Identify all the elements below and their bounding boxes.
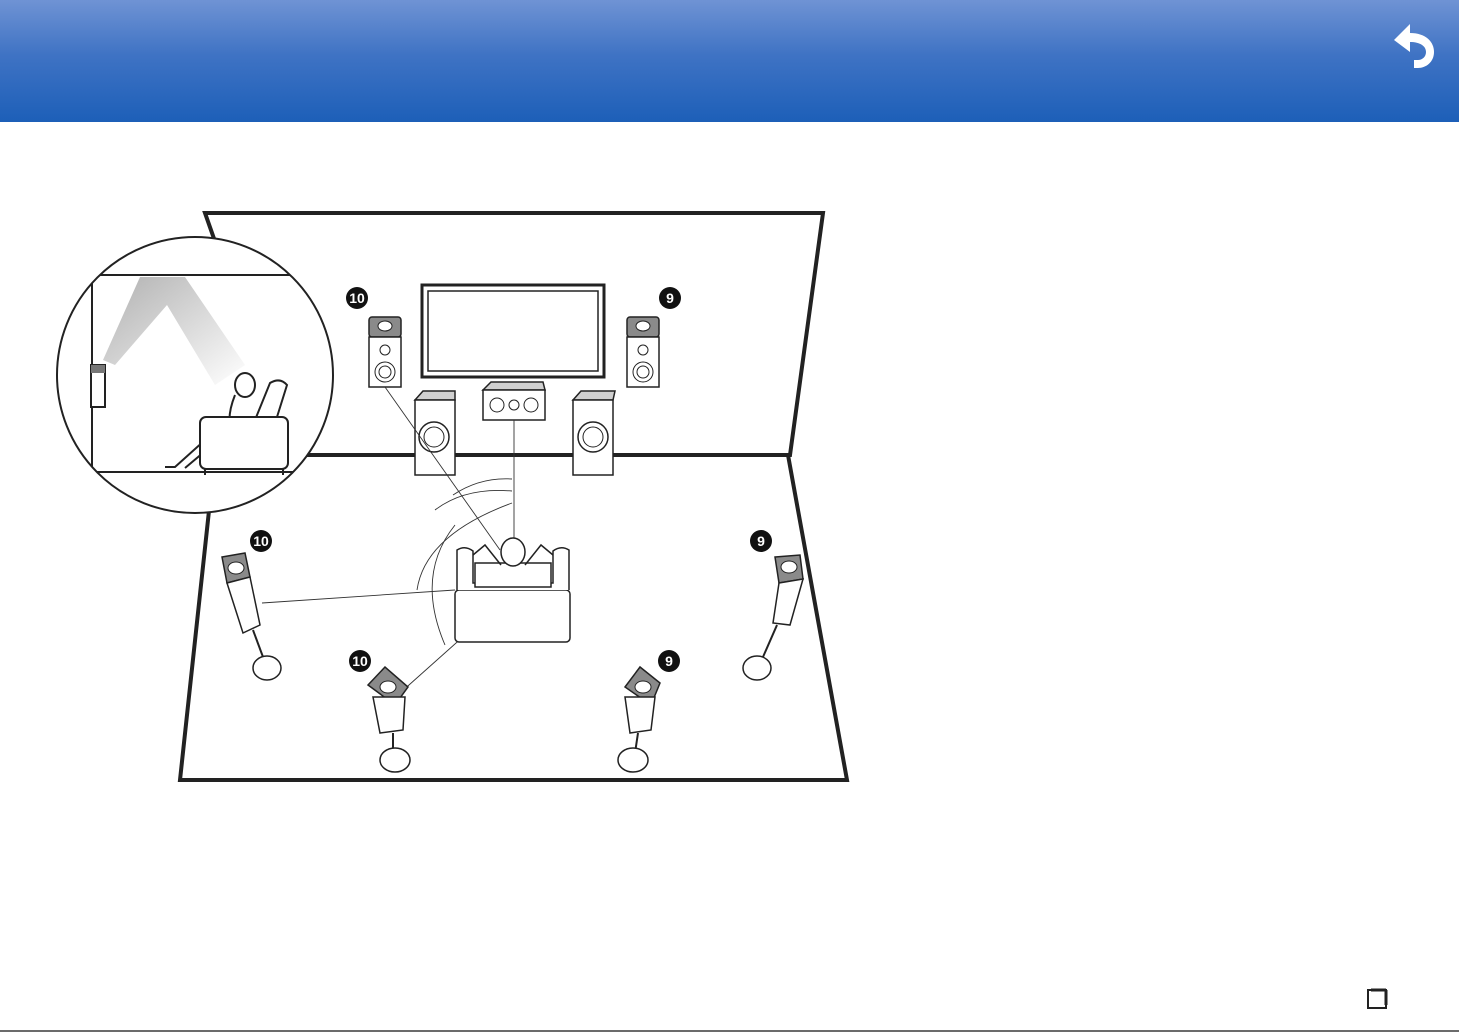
tv-screen — [422, 285, 604, 377]
listener-sofa — [455, 538, 570, 642]
header-bar — [0, 0, 1459, 122]
svg-text:10: 10 — [349, 290, 365, 306]
back-arrow-icon[interactable] — [1380, 18, 1440, 70]
badge-front-high-left: 10 — [346, 287, 368, 309]
badge-front-high-right: 9 — [659, 287, 681, 309]
page-icon[interactable] — [1366, 988, 1388, 1010]
svg-text:10: 10 — [253, 533, 269, 549]
svg-text:10: 10 — [352, 653, 368, 669]
badge-surround-right: 9 — [750, 530, 772, 552]
svg-text:9: 9 — [666, 290, 674, 306]
badge-surround-left: 10 — [250, 530, 272, 552]
footer-divider — [0, 1030, 1459, 1032]
badge-surround-back-left: 10 — [349, 650, 371, 672]
front-right-speaker — [627, 317, 659, 387]
center-speaker — [483, 382, 545, 420]
svg-text:9: 9 — [665, 653, 673, 669]
svg-text:9: 9 — [757, 533, 765, 549]
front-left-speaker — [369, 317, 401, 387]
subwoofer-left — [415, 391, 455, 475]
speaker-layout-diagram: 10 9 10 9 10 9 — [55, 205, 855, 790]
badge-surround-back-right: 9 — [658, 650, 680, 672]
subwoofer-right — [573, 391, 615, 475]
